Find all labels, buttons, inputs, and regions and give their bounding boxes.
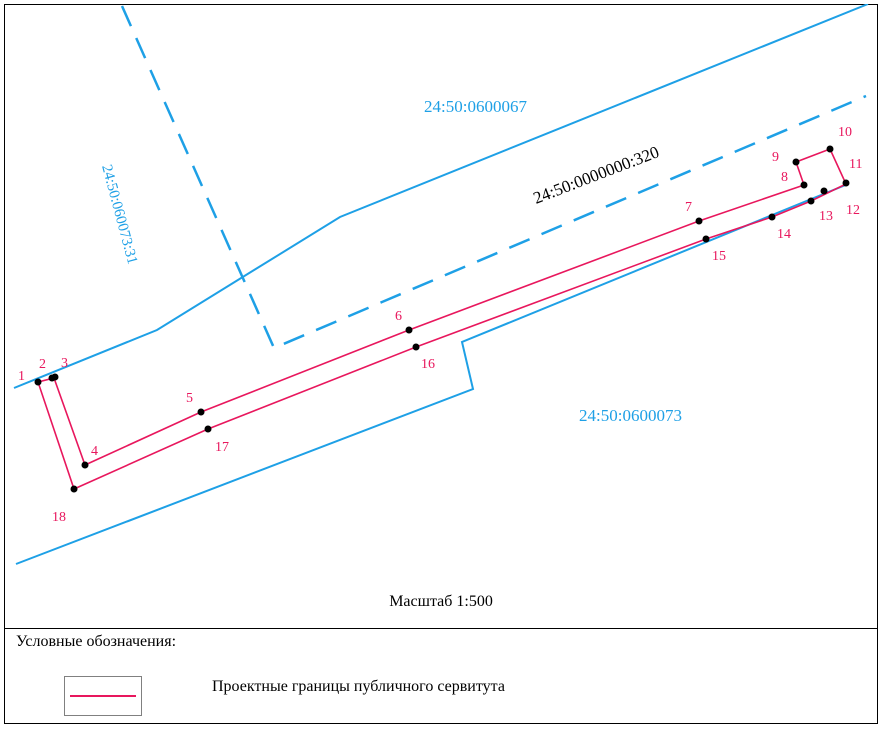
legend-item-label: Проектные границы публичного сервитута: [212, 678, 505, 695]
vertex-label-14: 14: [777, 227, 791, 242]
vertex-label-17: 17: [215, 440, 229, 455]
servitude-boundary: [36, 147, 848, 491]
vertex-point-8: [800, 181, 808, 189]
vertex-point-11: [842, 179, 850, 187]
vertex-point-17: [204, 425, 212, 433]
vertex-point-12: [820, 187, 828, 195]
vertex-label-15: 15: [712, 249, 726, 264]
vertex-point-5: [197, 408, 205, 416]
scale-label: Масштаб 1:500: [389, 593, 493, 610]
legend-swatch: [64, 676, 142, 716]
vertex-label-12: 12: [846, 203, 860, 218]
vertex-point-9: [792, 158, 800, 166]
vertex-label-2: 2: [39, 357, 46, 372]
vertex-label-5: 5: [186, 391, 193, 406]
parcel-label-073: 24:50:0600073: [579, 406, 682, 425]
vertex-label-3: 3: [61, 356, 68, 371]
vertex-label-18: 18: [52, 510, 66, 525]
parcel-boundary-lower: [15, 183, 849, 565]
legend-divider: [4, 628, 878, 629]
vertex-point-10: [826, 145, 834, 153]
vertex-label-11: 11: [849, 157, 862, 172]
vertex-label-10: 10: [838, 125, 852, 140]
map-frame: [4, 4, 878, 724]
parcel-label-067: 24:50:0600067: [424, 97, 527, 116]
map-area: 24:50:0600067 24:50:0600073 24:50:060073…: [4, 3, 878, 629]
vertex-point-3: [51, 373, 59, 381]
vertex-point-14: [768, 213, 776, 221]
vertex-label-16: 16: [421, 357, 435, 372]
parcel-label-320: 24:50:0000000:320: [531, 142, 662, 207]
vertex-point-13: [807, 197, 815, 205]
vertex-label-9: 9: [772, 150, 779, 165]
vertex-label-8: 8: [781, 170, 788, 185]
legend-title: Условные обозначения:: [16, 633, 177, 650]
map-canvas: 24:50:0600067 24:50:0600073 24:50:060073…: [13, 3, 869, 610]
vertex-label-6: 6: [395, 309, 402, 324]
vertex-label-4: 4: [91, 444, 98, 459]
vertex-point-6: [405, 326, 413, 334]
vertex-label-7: 7: [685, 200, 692, 215]
vertex-point-16: [412, 343, 420, 351]
parcel-label-073-31: 24:50:060073:31: [98, 163, 140, 266]
vertex-point-18: [70, 485, 78, 493]
vertex-label-1: 1: [18, 369, 25, 384]
vertex-labels: 1 2 3 4 5 6 7 8 9 10 11 12 13 14 15 16 1…: [18, 125, 862, 525]
legend-swatch-line: [70, 695, 136, 697]
vertex-label-13: 13: [819, 209, 833, 224]
vertex-point-4: [81, 461, 89, 469]
parcel-boundary-dashed: [120, 5, 867, 350]
vertex-point-1: [34, 378, 42, 386]
vertex-point-7: [695, 217, 703, 225]
vertex-point-15: [702, 235, 710, 243]
parcel-boundary-upper: [13, 3, 869, 389]
vertex-points: [34, 145, 850, 493]
